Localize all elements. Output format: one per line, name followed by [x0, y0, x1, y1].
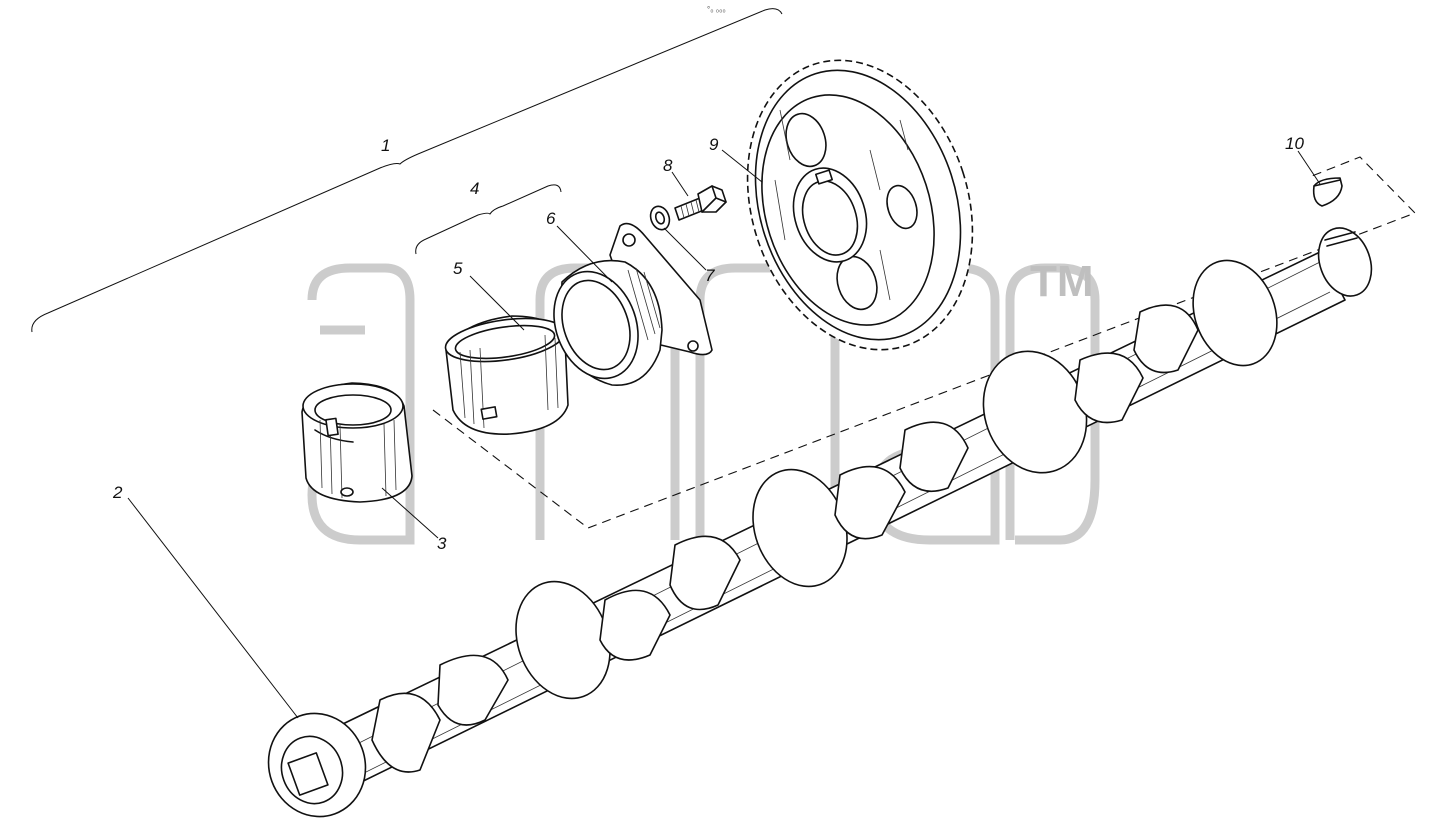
callout-5: 5 [453, 259, 463, 278]
watermark-logo: TM [307, 257, 1100, 545]
bolt-part-8 [674, 185, 727, 221]
callout-10: 10 [1285, 134, 1304, 153]
washer-part-7 [649, 205, 671, 231]
callout-1: 1 [381, 136, 390, 155]
callout-2: 2 [112, 483, 123, 502]
key-part-10 [1312, 177, 1343, 207]
gear-part-9 [746, 59, 974, 351]
bracket-assembly-4 [415, 184, 562, 255]
callout-7: 7 [705, 266, 715, 285]
callout-6: 6 [546, 209, 556, 228]
callout-3: 3 [437, 534, 447, 553]
callout-8: 8 [663, 156, 673, 175]
callout-4: 4 [470, 179, 479, 198]
bushing-part-3 [301, 382, 413, 503]
top-mark: °₀ ₀₀₀ [707, 5, 726, 14]
bracket-assembly-1 [31, 8, 783, 333]
watermark-tm: TM [1030, 257, 1094, 306]
camshaft-part-2 [267, 227, 1373, 818]
sleeve-part-5 [444, 315, 569, 435]
flange-part-6 [553, 222, 713, 386]
leader-lines [127, 149, 1321, 719]
callout-9: 9 [709, 135, 719, 154]
assembly-axis-lines [432, 156, 1416, 529]
